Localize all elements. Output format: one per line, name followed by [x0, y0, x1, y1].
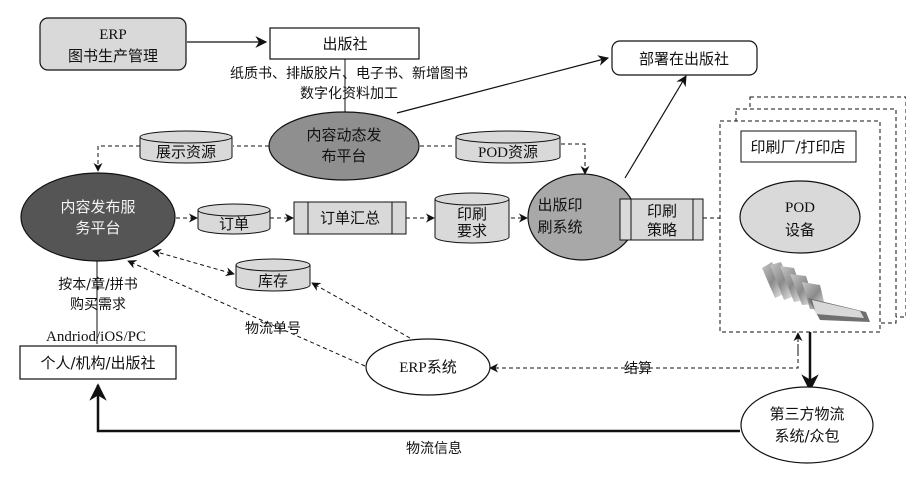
node-client[interactable]: 个人/机构/出版社	[19, 345, 177, 380]
print-shop-label: 印刷厂/打印店	[750, 138, 845, 156]
node-print-shop[interactable]: 印刷厂/打印店	[740, 130, 857, 163]
logistics-label-1: 第三方物流	[769, 405, 844, 423]
node-content-service-platform[interactable]: 内容发布服 务平台	[20, 172, 176, 262]
edge-erp-to-service-tracking	[127, 260, 366, 367]
order-summary-label: 订单汇总	[320, 209, 380, 227]
node-deploy-at-publisher[interactable]: 部署在出版社	[611, 40, 758, 76]
strategy-label-1: 印刷	[647, 202, 677, 220]
publisher-label: 出版社	[322, 35, 367, 53]
print-req-label-1: 印刷	[457, 205, 487, 223]
edge-pubprint-to-deploy	[624, 75, 687, 179]
node-erp-system[interactable]: ERP系统	[365, 338, 491, 396]
deploy-label: 部署在出版社	[639, 50, 729, 68]
edge-pod-to-pubprint	[561, 143, 590, 175]
service-label-1: 内容发布服	[60, 198, 135, 216]
dynamic-label-2: 布平台	[321, 147, 366, 165]
purchase-label-1: 按本/章/拼书	[58, 276, 137, 293]
client-label: 个人/机构/出版社	[40, 354, 155, 372]
logistics-label-2: 系统/众包	[774, 427, 839, 445]
tracking-number-label: 物流单号	[245, 321, 301, 337]
node-content-dynamic-platform[interactable]: 内容动态发 布平台	[268, 111, 420, 181]
node-inventory[interactable]: 库存	[235, 258, 311, 292]
erp-system-label: ERP系统	[399, 359, 457, 376]
edge-display-to-service	[93, 145, 140, 172]
print-req-label-2: 要求	[457, 222, 487, 240]
order-label: 订单	[219, 215, 249, 233]
node-publishing-printing-system[interactable]: 出版印 刷系统	[527, 173, 637, 261]
edges	[89, 36, 819, 433]
erp-label: ERP	[99, 27, 127, 43]
inventory-label: 库存	[258, 272, 288, 290]
digitization-label: 数字化资料加工	[300, 86, 398, 102]
pod-device-label-1: POD	[785, 200, 815, 216]
pubprint-label-1: 出版印	[537, 196, 582, 214]
platforms-label: Andriod/iOS/PC	[46, 329, 146, 345]
node-display-resources[interactable]: 展示资源	[139, 130, 233, 164]
service-label-2: 务平台	[75, 219, 120, 237]
node-third-party-logistics[interactable]: 第三方物流 系统/众包	[740, 386, 874, 464]
dynamic-label-1: 内容动态发	[306, 126, 381, 144]
node-pod-resources[interactable]: POD资源	[455, 130, 561, 164]
node-print-strategy[interactable]: 印刷 策略	[619, 198, 704, 241]
books-icon	[762, 262, 870, 322]
node-erp-book-production[interactable]: ERP 图书生产管理	[39, 17, 187, 71]
edge-logistics-info	[89, 383, 740, 433]
settlement-label: 结算	[624, 361, 652, 377]
erp-sublabel: 图书生产管理	[68, 47, 158, 65]
node-order-summary[interactable]: 订单汇总	[293, 201, 407, 235]
node-order[interactable]: 订单	[197, 203, 271, 235]
node-publisher[interactable]: 出版社	[269, 27, 420, 60]
node-pod-device[interactable]: POD 设备	[739, 180, 861, 254]
edge-erp-to-inventory	[311, 282, 411, 339]
node-print-requirements[interactable]: 印刷 要求	[434, 192, 510, 244]
display-resources-label: 展示资源	[156, 143, 216, 161]
strategy-label-2: 策略	[647, 221, 677, 239]
publisher-output-label: 纸质书、排版胶片、电子书、新增图书	[230, 65, 468, 82]
pod-resources-label: POD资源	[478, 144, 538, 161]
logistics-info-label: 物流信息	[406, 440, 462, 457]
pod-device-label-2: 设备	[785, 221, 815, 239]
purchase-label-2: 购买需求	[70, 297, 126, 313]
pubprint-label-2: 刷系统	[537, 218, 582, 236]
edge-inventory-service	[152, 248, 235, 277]
edge-settlement	[489, 338, 799, 373]
edge-dynamic-to-deploy	[396, 55, 610, 114]
